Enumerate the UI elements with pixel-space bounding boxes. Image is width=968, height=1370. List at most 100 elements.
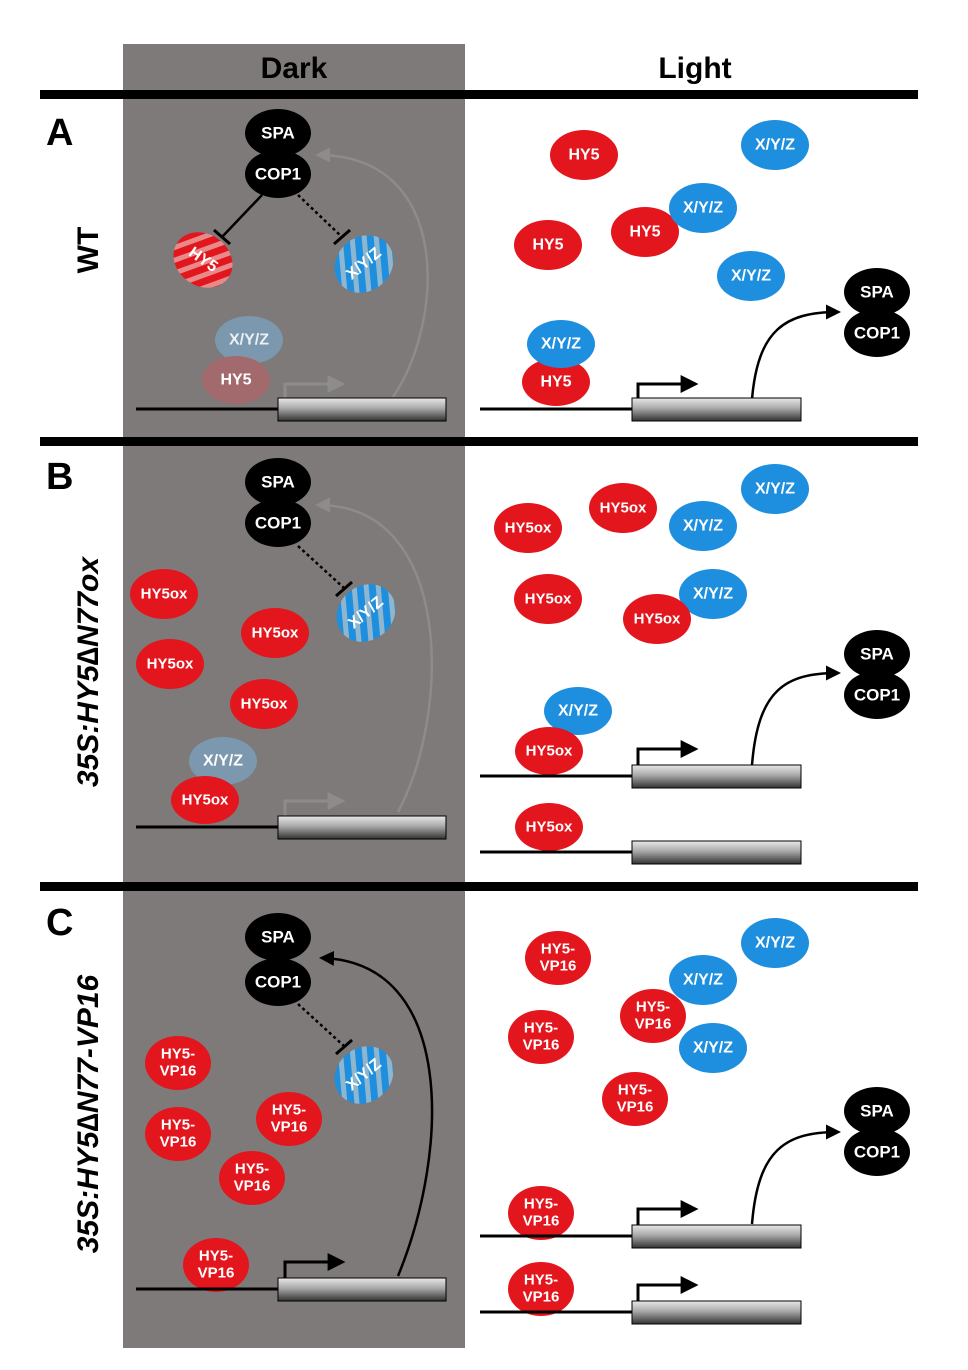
- svg-text:COP1: COP1: [854, 686, 900, 705]
- genotype-label-c: 35S:HY5∆N77-VP16: [72, 974, 105, 1253]
- svg-text:HY5ox: HY5ox: [147, 656, 194, 673]
- svg-text:SPA: SPA: [261, 928, 295, 947]
- svg-text:HY5: HY5: [568, 147, 599, 164]
- svg-text:HY5: HY5: [532, 237, 563, 254]
- svg-text:COP1: COP1: [255, 514, 301, 533]
- hy5ox-protein: [494, 503, 562, 553]
- gene-box: [631, 764, 802, 789]
- hy5-protein: [514, 220, 582, 270]
- hy5-vp16-protein: [219, 1151, 285, 1205]
- hy5-protein: [550, 130, 618, 180]
- hy5-protein: [611, 207, 679, 257]
- panel-letter-a: A: [46, 112, 73, 154]
- gene-box: [277, 815, 447, 840]
- gene-box: [631, 840, 802, 865]
- svg-text:HY5ox: HY5ox: [252, 625, 299, 642]
- svg-text:HY5ox: HY5ox: [526, 743, 573, 760]
- xyz-faded: [189, 737, 257, 785]
- svg-text:HY5-: HY5-: [161, 1117, 195, 1134]
- transcription-start: [636, 740, 699, 765]
- feedback-arrow: [750, 665, 841, 766]
- svg-text:HY5-: HY5-: [161, 1046, 195, 1063]
- svg-text:X/Y/Z: X/Y/Z: [755, 137, 795, 154]
- gene-box: [631, 1300, 802, 1325]
- svg-text:HY5ox: HY5ox: [241, 696, 288, 713]
- hy5ox-bound: [515, 803, 583, 851]
- svg-text:HY5ox: HY5ox: [526, 819, 573, 836]
- svg-text:HY5ox: HY5ox: [634, 611, 681, 628]
- hy5-faded-label: HY5: [220, 372, 251, 389]
- separator-top: [40, 90, 918, 99]
- svg-text:X/Y/Z: X/Y/Z: [683, 972, 723, 989]
- svg-text:HY5-: HY5-: [524, 1020, 558, 1037]
- hy5-vp16-protein: [602, 1072, 668, 1126]
- spa-protein: [245, 913, 311, 961]
- panel-letter-b: B: [46, 456, 73, 498]
- xyz-protein: [741, 464, 809, 514]
- gene-box: [277, 1277, 447, 1302]
- inhibition-line-dotted: [297, 1003, 345, 1047]
- panel-a-dark: SPA COP1 HY5 X/Y/Z X/Y/Z HY5: [136, 109, 447, 422]
- svg-text:X/Y/Z: X/Y/Z: [693, 586, 733, 603]
- svg-text:COP1: COP1: [854, 1143, 900, 1162]
- svg-text:SPA: SPA: [860, 645, 894, 664]
- svg-text:HY5-: HY5-: [636, 999, 670, 1016]
- xyz-protein: [717, 251, 785, 301]
- panel-b-dark: SPA COP1 X/Y/Z HY5ox HY5ox HY5ox HY5ox X…: [130, 458, 447, 840]
- xyz-bound: [544, 687, 612, 735]
- hy5-vp16-protein: [145, 1036, 211, 1090]
- inhibition-line-dotted: [297, 194, 343, 238]
- xyz-protein: [679, 1023, 747, 1073]
- spa-protein: [844, 268, 910, 316]
- inhibition-bar: [333, 228, 351, 246]
- feedback-arrow: [750, 304, 841, 400]
- svg-text:COP1: COP1: [854, 324, 900, 343]
- spa-protein: [844, 630, 910, 678]
- hy5-vp16-protein: [145, 1107, 211, 1161]
- transcription-start: [636, 375, 699, 398]
- cop1-protein: [844, 671, 910, 719]
- svg-text:HY5ox: HY5ox: [525, 591, 572, 608]
- svg-text:VP16: VP16: [635, 1016, 672, 1033]
- transcription-start: [636, 1200, 699, 1225]
- svg-text:HY5ox: HY5ox: [505, 520, 552, 537]
- svg-text:HY5: HY5: [540, 374, 571, 391]
- svg-text:VP16: VP16: [540, 958, 577, 975]
- svg-text:VP16: VP16: [523, 1213, 560, 1230]
- hy5ox-protein: [230, 679, 298, 729]
- xyz-degraded: X/Y/Z: [334, 235, 394, 293]
- svg-text:X/Y/Z: X/Y/Z: [755, 481, 795, 498]
- svg-text:VP16: VP16: [160, 1134, 197, 1151]
- svg-text:HY5ox: HY5ox: [141, 586, 188, 603]
- hy5ox-protein: [514, 574, 582, 624]
- svg-text:COP1: COP1: [255, 973, 301, 992]
- xyz-faded: [215, 316, 283, 364]
- svg-text:X/Y/Z: X/Y/Z: [203, 753, 243, 770]
- panel-letter-c: C: [46, 902, 73, 944]
- spa-protein: [844, 1087, 910, 1135]
- spa-label: SPA: [261, 124, 295, 143]
- svg-text:VP16: VP16: [198, 1265, 235, 1282]
- hy5ox-protein: [136, 639, 204, 689]
- svg-text:HY5-: HY5-: [235, 1161, 269, 1178]
- svg-text:HY5-: HY5-: [618, 1082, 652, 1099]
- xyz-protein: [669, 955, 737, 1005]
- svg-text:HY5-: HY5-: [541, 941, 575, 958]
- gene-box: [277, 397, 447, 422]
- inhibition-line-dotted: [297, 545, 345, 589]
- separator-bc: [40, 882, 918, 891]
- transcription-start: [283, 1253, 346, 1278]
- header-dark: Dark: [261, 52, 328, 85]
- svg-text:VP16: VP16: [234, 1178, 271, 1195]
- hy5ox-protein: [130, 569, 198, 619]
- svg-text:X/Y/Z: X/Y/Z: [755, 935, 795, 952]
- inhibition-bar: [335, 1038, 353, 1056]
- svg-text:X/Y/Z: X/Y/Z: [683, 200, 723, 217]
- hy5-vp16-bound: [508, 1186, 574, 1240]
- svg-text:HY5-: HY5-: [524, 1196, 558, 1213]
- hy5ox-bound: [171, 776, 239, 824]
- transcription-start-faint: [283, 792, 346, 816]
- svg-text:VP16: VP16: [271, 1119, 308, 1136]
- separator-ab: [40, 437, 918, 446]
- svg-text:VP16: VP16: [617, 1099, 654, 1116]
